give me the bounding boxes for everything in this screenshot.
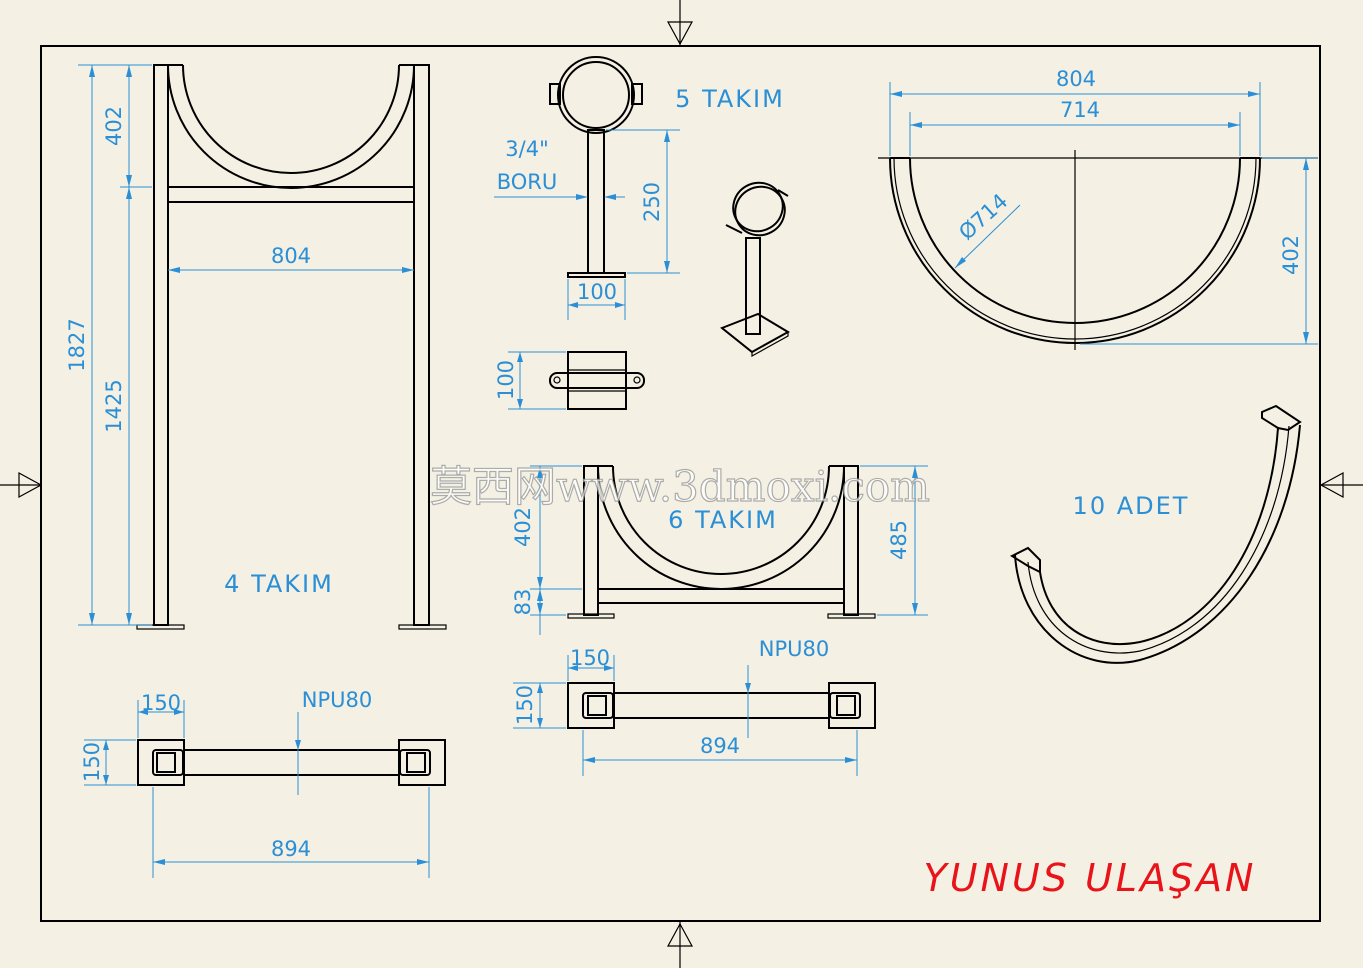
low-stand-dimensions <box>530 465 928 635</box>
dim-402-low: 402 <box>511 507 535 547</box>
dim-485: 485 <box>887 520 911 560</box>
low-stand-top-view <box>567 682 876 729</box>
tall-top-dimensions <box>84 700 430 878</box>
pipe-clamp-isometric <box>720 181 790 358</box>
tall-stand-front-view <box>136 64 447 630</box>
half-ring-dimensions <box>889 82 1318 345</box>
dim-1827: 1827 <box>65 318 89 371</box>
half-ring-view <box>878 150 1318 350</box>
dim-894-mid: 894 <box>700 734 740 758</box>
dim-100-h: 100 <box>494 360 518 400</box>
tall-stand-top-view <box>137 739 446 786</box>
dim-714-ring: 714 <box>1060 98 1100 122</box>
dim-402-ring: 402 <box>1279 235 1303 275</box>
label-npu80-mid: NPU80 <box>759 637 829 661</box>
dim-804-tall: 804 <box>271 244 311 268</box>
author-name: YUNUS ULAŞAN <box>924 856 1257 900</box>
pipe-clamp-top-view <box>549 351 645 410</box>
pipe-clamp-front-view <box>549 56 643 278</box>
dim-1425: 1425 <box>102 379 126 432</box>
label-4-takim: 4 TAKIM <box>224 570 334 598</box>
label-npu80-left: NPU80 <box>302 688 372 712</box>
dim-894-left: 894 <box>271 837 311 861</box>
label-5-takim: 5 TAKIM <box>675 85 785 113</box>
dim-150-h-mid: 150 <box>513 685 537 725</box>
dim-402-tall: 402 <box>102 106 126 146</box>
dim-83: 83 <box>511 589 535 616</box>
label-6-takim: 6 TAKIM <box>668 506 778 534</box>
pipe-clamp-dimensions <box>494 129 680 320</box>
dim-100-w: 100 <box>577 280 617 304</box>
label-10-adet: 10 ADET <box>1073 492 1190 520</box>
tall-stand-dimensions <box>78 64 414 626</box>
label-3-4-inch: 3/4" <box>505 137 548 161</box>
label-boru: BORU <box>497 170 558 194</box>
dim-150-w-left: 150 <box>141 691 181 715</box>
clamp-top-dimensions <box>508 351 566 410</box>
dim-150-w-mid: 150 <box>570 646 610 670</box>
low-top-dimensions <box>513 655 858 776</box>
watermark: 莫西网www.3dmoxi.com <box>430 462 930 511</box>
channel-ring-isometric <box>1009 404 1302 664</box>
low-stand-front-view <box>567 465 876 619</box>
dim-804-ring: 804 <box>1056 67 1096 91</box>
dim-250: 250 <box>640 182 664 222</box>
dim-150-h-left: 150 <box>80 742 104 782</box>
